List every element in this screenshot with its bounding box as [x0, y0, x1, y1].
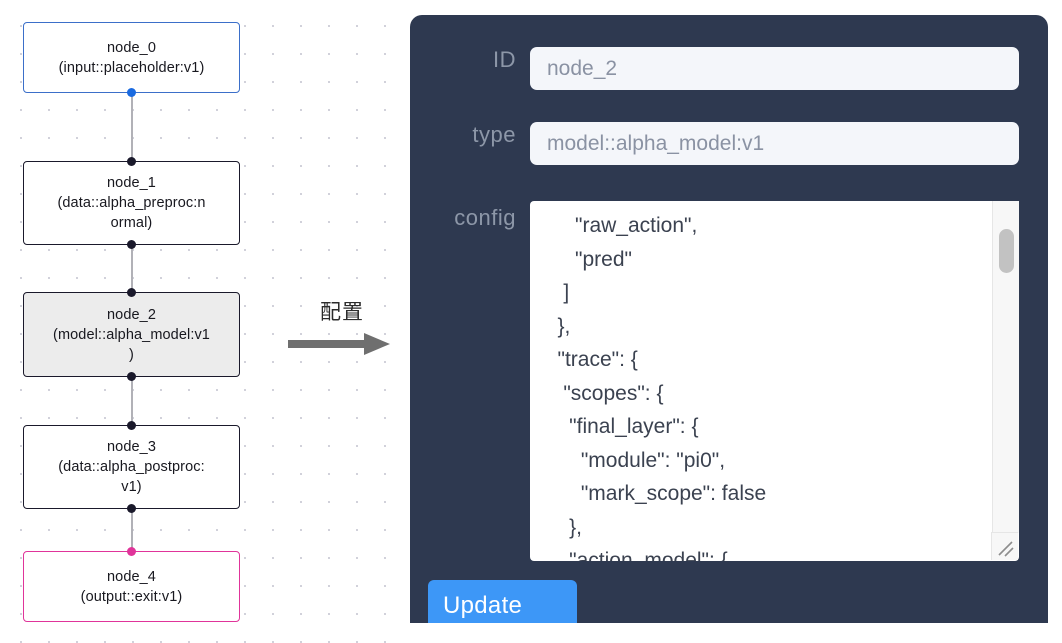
flow-node-node_0[interactable]: node_0 (input::placeholder:v1): [23, 22, 240, 93]
node-config-panel: ID type config "raw_action", "pred" ] },…: [410, 15, 1048, 623]
type-field-label: type: [472, 122, 516, 147]
flow-canvas[interactable]: node_0 (input::placeholder:v1) node_1 (d…: [0, 0, 400, 643]
resize-grip-icon[interactable]: [991, 532, 1018, 560]
flow-node-label: node_0 (input::placeholder:v1): [58, 39, 205, 76]
handle-node2-target[interactable]: [127, 288, 136, 297]
edge-node0-node1: [131, 92, 133, 162]
field-row-config: config "raw_action", "pred" ] }, "trace"…: [410, 201, 1048, 561]
handle-node1-target[interactable]: [127, 157, 136, 166]
id-field-label: ID: [493, 47, 516, 72]
config-textarea[interactable]: "raw_action", "pred" ] }, "trace": { "sc…: [530, 201, 1019, 561]
config-field-label: config: [454, 205, 516, 230]
flow-node-node_2[interactable]: node_2 (model::alpha_model:v1 ): [23, 292, 240, 377]
arrow-right-icon: [286, 331, 394, 357]
edge-node1-node2: [131, 244, 133, 294]
handle-node2-source[interactable]: [127, 372, 136, 381]
update-button[interactable]: Update: [428, 580, 577, 623]
config-textarea-wrap: "raw_action", "pred" ] }, "trace": { "sc…: [530, 201, 1019, 561]
config-annotation: 配置: [288, 300, 396, 325]
config-annotation-label: 配置: [320, 301, 364, 324]
config-scrollbar-track[interactable]: [992, 201, 1019, 533]
flow-node-node_1[interactable]: node_1 (data::alpha_preproc:n ormal): [23, 161, 240, 245]
flow-node-label: node_2 (model::alpha_model:v1 ): [53, 306, 210, 363]
handle-node1-source[interactable]: [127, 240, 136, 249]
handle-node3-source[interactable]: [127, 504, 136, 513]
flow-node-label: node_3 (data::alpha_postproc: v1): [58, 439, 205, 495]
flow-node-node_4[interactable]: node_4 (output::exit:v1): [23, 551, 240, 622]
handle-node0-source[interactable]: [127, 88, 136, 97]
edge-node2-node3: [131, 376, 133, 427]
flow-node-node_3[interactable]: node_3 (data::alpha_postproc: v1): [23, 425, 240, 509]
flow-node-label: node_4 (output::exit:v1): [80, 568, 183, 605]
field-row-type: type: [410, 122, 1048, 165]
handle-node3-target[interactable]: [127, 421, 136, 430]
edge-node3-node4: [131, 508, 133, 552]
config-scrollbar-thumb[interactable]: [999, 229, 1014, 273]
type-input[interactable]: [530, 122, 1019, 165]
field-row-id: ID: [410, 47, 1048, 90]
handle-node4-target[interactable]: [127, 547, 136, 556]
id-input[interactable]: [530, 47, 1019, 90]
flow-node-label: node_1 (data::alpha_preproc:n ormal): [57, 175, 206, 231]
